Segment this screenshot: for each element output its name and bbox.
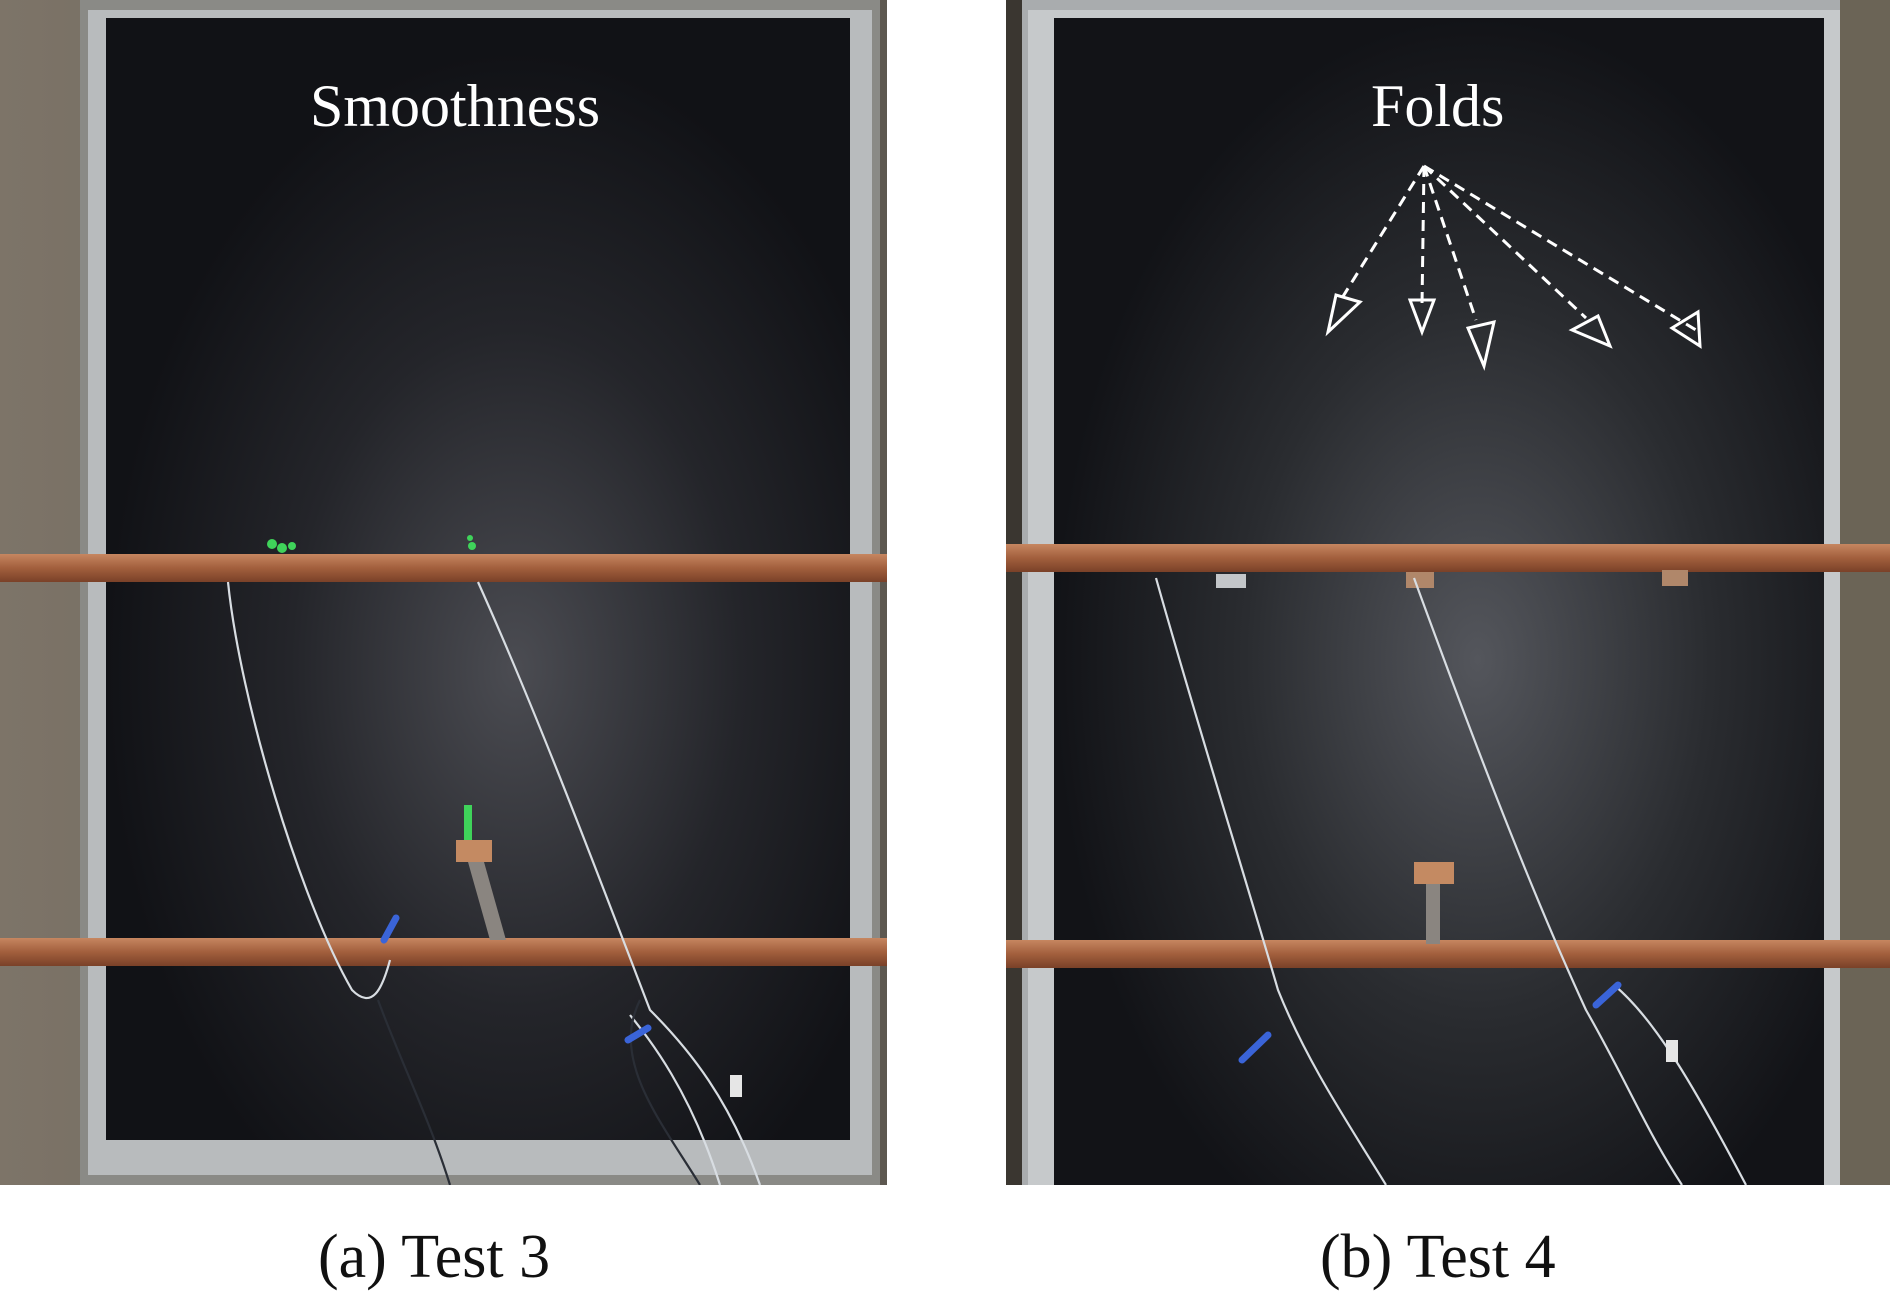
panel-test-3: Smoothness [0,0,887,1185]
caption-test-4: (b) Test 4 [1320,1223,1556,1291]
panel-test-4: Folds [1006,0,1890,1185]
smoothness-label: Smoothness [310,73,601,139]
folds-label: Folds [1371,73,1505,139]
test-3-photo [0,0,887,1185]
lower-rust-bar [0,938,887,966]
upper-rust-bar [0,554,887,582]
upper-rust-bar [1006,544,1890,572]
lower-rust-bar [1006,940,1890,968]
black-sheet [1054,18,1824,1185]
caption-test-3: (a) Test 3 [318,1223,551,1291]
arrowheads [1325,293,1702,371]
fold-arrows [1340,164,1697,332]
test-4-photo [1006,0,1890,1185]
